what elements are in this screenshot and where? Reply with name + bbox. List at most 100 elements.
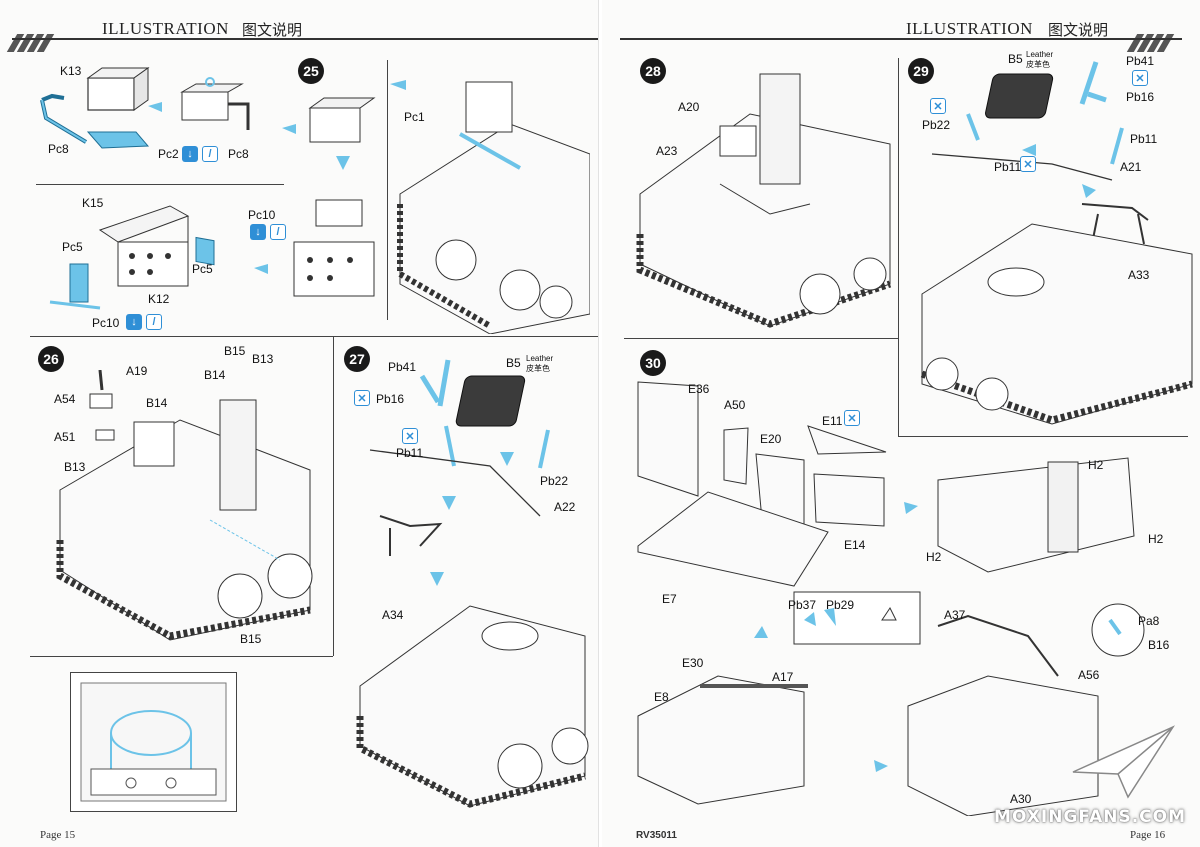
header-rule	[12, 38, 598, 40]
part-label: E11	[822, 414, 843, 428]
part-label: Pb41	[1126, 54, 1155, 68]
cut-icon: ✕	[1020, 156, 1036, 172]
part-label: Pc10	[248, 208, 276, 222]
divider	[30, 656, 333, 657]
vehicle-hull-step25-diagram	[390, 64, 590, 334]
part-label: E36	[688, 382, 710, 396]
part-label: Pc1	[404, 110, 425, 124]
header-title-cn: 图文说明	[242, 21, 303, 39]
part-label: A34	[382, 608, 404, 622]
part-label: A33	[1128, 268, 1150, 282]
part-label: Pc8	[228, 147, 249, 161]
header-title-cn: 图文说明	[1048, 21, 1109, 39]
part-label: B15	[224, 344, 246, 358]
part-label: B14	[204, 368, 226, 382]
cut-icon: ✕	[1132, 70, 1148, 86]
part-label: A22	[554, 500, 576, 514]
cut-icon: ✕	[844, 410, 860, 426]
vehicle-hull-step26-diagram	[40, 370, 330, 650]
box-assembly-diagram	[280, 92, 380, 312]
vehicle-hull-step29-diagram	[912, 54, 1194, 430]
glue-icon: ↓	[250, 224, 266, 240]
vehicle-hull-step28-diagram	[630, 64, 894, 328]
interior-panel-step30-diagram	[628, 376, 1198, 816]
leather-color-note: Leather	[526, 354, 554, 363]
part-label: H2	[1148, 532, 1164, 546]
page-footer: Page 15	[40, 829, 75, 841]
part-label: Pc5	[62, 240, 83, 254]
seat-detail-inset	[70, 672, 237, 812]
header-stripes-decoration	[6, 34, 58, 52]
header-title: ILLUSTRATION	[102, 19, 229, 38]
header-stripes-decoration	[1126, 34, 1178, 52]
part-label: A30	[1010, 792, 1032, 806]
part-label: B13	[252, 352, 274, 366]
part-label: H2	[926, 550, 942, 564]
part-label: E30	[682, 656, 704, 670]
paper-plane-logo	[1068, 722, 1178, 802]
part-label: Pb22	[922, 118, 951, 132]
page-number: 16	[1154, 829, 1166, 841]
cut-icon: ✕	[930, 98, 946, 114]
step-number-badge: 28	[640, 58, 666, 84]
part-label: Pc8	[48, 142, 69, 156]
part-label: A20	[678, 100, 700, 114]
part-label: Pb16	[1126, 90, 1155, 104]
part-label: Pb22	[540, 474, 569, 488]
part-label: A37	[944, 608, 966, 622]
page-label: Page	[40, 829, 62, 841]
part-label: A23	[656, 144, 678, 158]
step-number-badge: 30	[640, 350, 666, 376]
leather-color-note-cn: 皮革色	[526, 364, 550, 373]
part-label: Pc10	[92, 316, 120, 330]
part-label: B5	[1008, 52, 1023, 66]
left-page: ILLUSTRATION 图文说明 25 K13 Pc8 Pc2 ↓ / Pc8	[0, 0, 599, 847]
right-header: ILLUSTRATION 图文说明	[602, 16, 1200, 52]
part-label: E8	[654, 690, 669, 704]
part-label: Pb37	[788, 598, 817, 612]
part-label: Pc2	[158, 147, 179, 161]
divider	[898, 436, 1188, 437]
left-header: ILLUSTRATION 图文说明	[0, 16, 598, 52]
page-number: 15	[64, 829, 76, 841]
cut-icon: ✕	[354, 390, 370, 406]
leather-color-note: Leather	[1026, 50, 1054, 59]
part-label: Pb29	[826, 598, 855, 612]
step-number-badge: 26	[38, 346, 64, 372]
step-number-badge: 25	[298, 58, 324, 84]
part-label: E14	[844, 538, 866, 552]
divider	[30, 336, 598, 337]
part-label: Pb11	[1130, 132, 1158, 146]
kit-code: RV35011	[636, 830, 677, 841]
part-label: B14	[146, 396, 168, 410]
part-label: E7	[662, 592, 677, 606]
part-label: A51	[54, 430, 76, 444]
k13-assembly-diagram	[36, 60, 286, 178]
right-page: ILLUSTRATION 图文说明 28 A20 A23 29	[602, 0, 1200, 847]
divider	[624, 338, 898, 339]
part-label: Pb16	[376, 392, 405, 406]
divider	[333, 336, 334, 656]
part-label: B15	[240, 632, 262, 646]
part-label: E20	[760, 432, 782, 446]
glue-icon: ↓	[126, 314, 142, 330]
paint-icon: /	[146, 314, 162, 330]
part-label: A19	[126, 364, 148, 378]
part-label: Pa8	[1138, 614, 1160, 628]
page-label: Page	[1130, 829, 1152, 841]
part-label: Pc5	[192, 262, 213, 276]
part-label: B13	[64, 460, 86, 474]
part-label: K13	[60, 64, 82, 78]
part-label: H2	[1088, 458, 1104, 472]
part-label: B5	[506, 356, 521, 370]
part-label: A56	[1078, 668, 1100, 682]
divider	[898, 58, 899, 436]
part-label: Pb11	[396, 446, 424, 460]
part-label: Pb11	[994, 160, 1022, 174]
divider	[387, 60, 388, 320]
leather-color-note-cn: 皮革色	[1026, 60, 1050, 69]
paint-icon: /	[270, 224, 286, 240]
part-label: Pb41	[388, 360, 417, 374]
cut-icon: ✕	[402, 428, 418, 444]
header-title: ILLUSTRATION	[906, 19, 1033, 38]
